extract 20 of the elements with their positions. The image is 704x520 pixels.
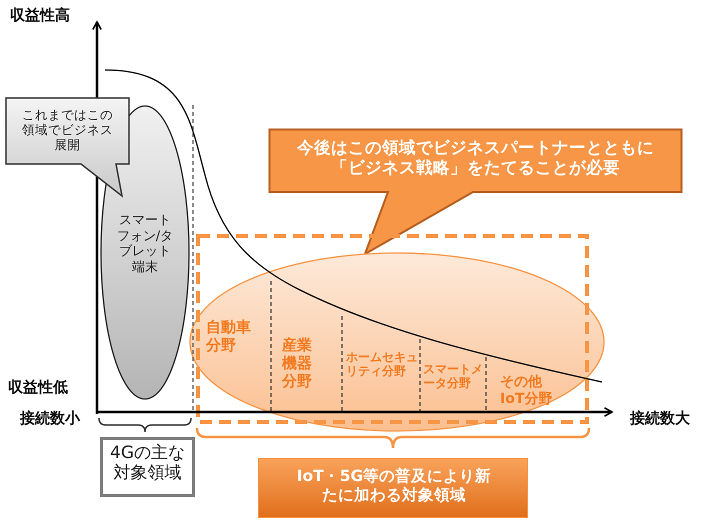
label-box: [100, 437, 195, 497]
axis-label: 収益性低: [8, 378, 68, 396]
segment-label: ホームセキュリティ分野: [346, 350, 418, 379]
speech-callout: [5, 97, 130, 197]
box-label: IoT・5G等の普及により新たに加わる対象領域: [296, 467, 492, 504]
callout-text: これまではこの領域でビジネス展開: [22, 107, 113, 152]
box-label: 4Gの主な対象領域: [109, 443, 186, 484]
label-box: [258, 458, 528, 518]
ellipse-region: [100, 105, 190, 400]
axis-label: 接続数小: [20, 409, 80, 427]
axis-label: 収益性高: [10, 6, 70, 24]
segment-label: 自動車分野: [206, 318, 252, 354]
ellipse-region: [189, 252, 605, 432]
speech-callout: [268, 128, 683, 256]
segment-label: 産業機器分野: [282, 336, 313, 390]
segment-label: スマートメータ分野: [423, 362, 484, 391]
region-label: スマートフォン/タブレット端末: [116, 213, 174, 276]
callout-text: 今後はこの領域でビジネスパートナーとともに「ビジネス戦略」をたてることが必要: [296, 138, 655, 178]
axis-label: 接続数大: [630, 409, 690, 427]
segment-label: その他IoT分野: [500, 374, 554, 408]
